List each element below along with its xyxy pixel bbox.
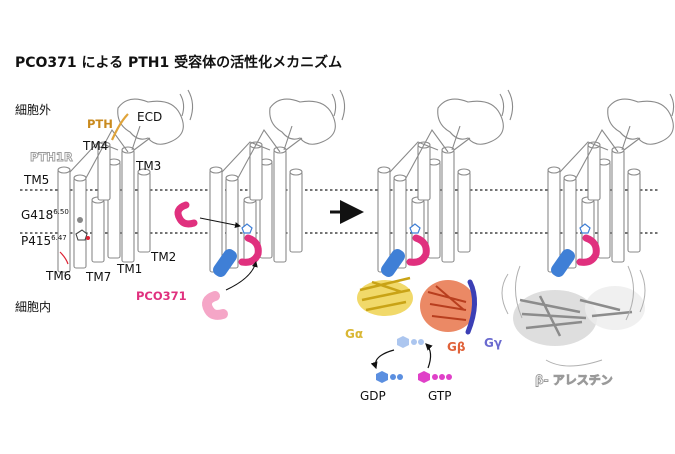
gs-helix-icon [213,249,237,277]
gdp-label: GDP [360,389,386,403]
helix-1 [547,169,561,273]
helix-1 [377,169,391,273]
gbeta-label: Gβ [447,340,466,354]
galpha-label: Gα [345,327,363,341]
g-protein-structure [357,276,477,335]
tm2-label: TM2 [150,250,176,264]
receptor-state-2 [209,89,346,277]
intracellular-label: 細胞内 [15,300,51,314]
pco371-bound-icon [576,234,600,266]
helix-3 [91,199,105,263]
gs-helix-icon [551,249,575,277]
ecd-motion-marks [669,93,675,117]
gs-helix-icon [381,249,405,277]
receptor-state-4 [547,93,675,277]
helix-6-top [289,168,303,176]
p415-oxygen-marker [86,236,90,240]
tm7-label: TM7 [85,270,111,284]
pth-label: PTH [87,117,113,131]
gtp-molecule-icon [418,371,452,383]
helix-1-top [377,166,391,174]
tm3-label: TM3 [135,159,161,173]
pco371-bound-icon [238,234,262,266]
helix-5 [121,149,135,263]
helix-2-top [73,174,87,182]
pco371-bound-icon [406,234,430,266]
ecd-domain [437,98,504,145]
helix-1-top [209,166,223,174]
ecl-loop-2 [85,128,129,179]
helix-6 [137,171,151,253]
tm1-label: TM1 [116,262,142,276]
ecd-motion-marks [179,89,194,121]
helix-1-top [547,166,561,174]
helix-1-top [57,166,71,174]
arrestin-motion-marks [501,265,646,367]
pco371-free-icon [174,201,198,228]
ecl-loop-1 [559,141,609,173]
helix-6 [457,171,471,253]
tm4-label: TM4 [82,139,108,153]
pco371-ring-icon [579,223,591,234]
gdp-bound-icon [397,336,424,348]
pco371-ring-icon [241,223,253,234]
figure-title: PCO371 による PTH1 受容体の活性化メカニズム [15,54,342,71]
tm5-label: TM5 [23,173,49,187]
ecd-domain [607,98,674,145]
gtp-label: GTP [428,389,451,403]
ecd-motion-marks [499,89,514,121]
ecd-label: ECD [137,110,162,124]
binding-arrow [199,217,241,228]
helix-6 [627,171,641,253]
ecl-loop-2 [237,128,281,179]
helix-6-top [457,168,471,176]
helix-2-top [225,174,239,182]
helix-2-top [563,174,577,182]
helix-5 [441,149,455,263]
ecl-loop-1 [221,141,271,173]
helix-5 [273,149,287,263]
g418-marker [77,217,83,223]
p415-label: P4156.47 [21,234,67,248]
pco371-light-icon [202,291,228,320]
pco371-label: PCO371 [136,289,187,303]
extracellular-label: 細胞外 [15,103,51,117]
ecd-domain [269,98,336,145]
helix-2-top [393,174,407,182]
ecl-loop-1 [389,141,439,173]
gtp-binding-arrow [425,343,433,369]
p415-ring-icon [75,229,88,241]
receptor-state-1 [57,89,194,273]
receptor-state-3 [377,89,514,277]
helix-5 [611,149,625,263]
pth-peptide-icon [110,113,129,141]
g418-label: G4186.50 [21,208,69,222]
pco371-ring-icon [409,223,421,234]
pco371-arrow [225,261,258,291]
ecl-loop-2 [405,128,449,179]
tm6-label: TM6 [45,269,71,283]
helix-6-top [627,168,641,176]
arrestin-label: β- アレスチン [535,373,613,387]
helix-6 [289,171,303,253]
pth1r-label: PTH1R [30,150,73,164]
tm6-kink-mark [59,251,69,265]
ecd-motion-marks [331,89,346,121]
ecd-domain [117,98,184,145]
beta-arrestin-structure [513,286,645,346]
gdp-molecule-icon [376,371,403,383]
ecl-loop-1 [69,141,119,173]
gdp-release-arrow [370,349,395,370]
helix-6-top [137,168,151,176]
ggamma-label: Gγ [484,336,502,350]
ecl-loop-2 [575,128,619,179]
